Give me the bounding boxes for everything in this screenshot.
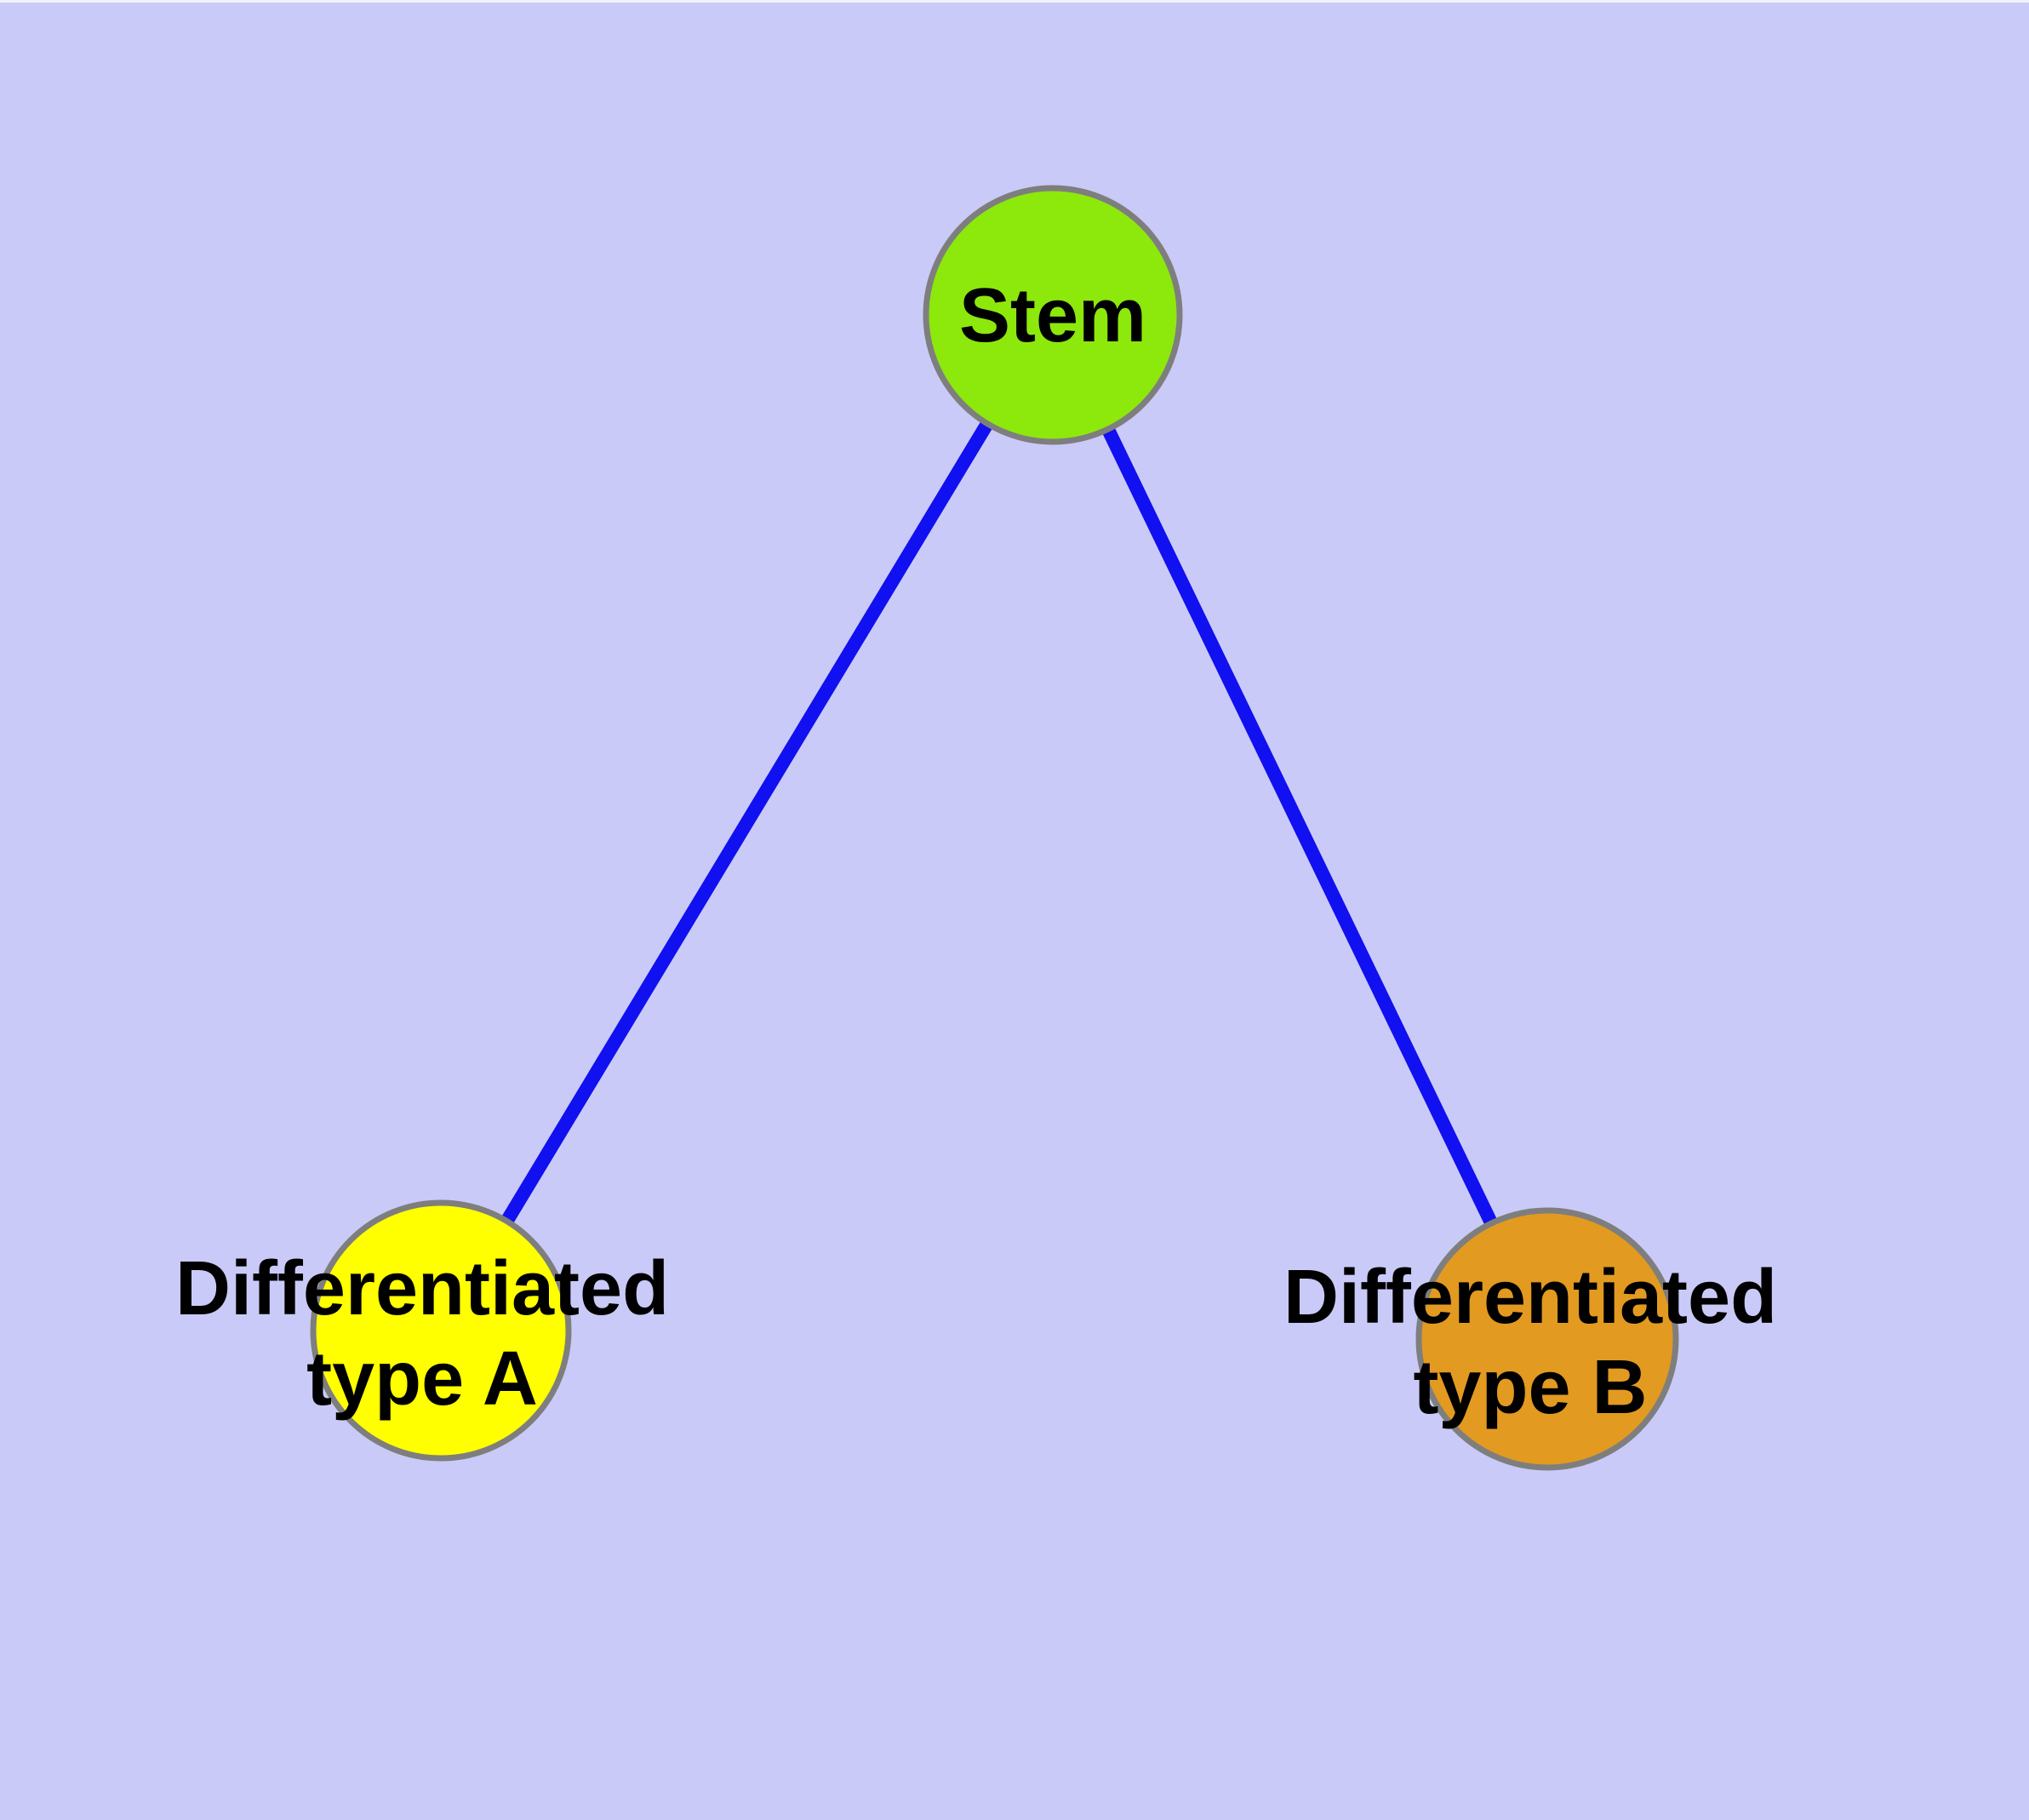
node-type-b-label: Differentiated type B [1283,1254,1778,1430]
node-stem-label: Stem [958,272,1147,358]
node-type-b-circle [1415,1207,1679,1471]
node-type-a-label: Differentiated type A [174,1245,670,1422]
edge-stem-to-type-b [1046,312,1554,1342]
node-stem-circle [923,185,1183,445]
top-edge-strip [0,0,2029,3]
edge-stem-to-type-a [435,311,1059,1335]
node-type-a-circle [310,1199,572,1462]
